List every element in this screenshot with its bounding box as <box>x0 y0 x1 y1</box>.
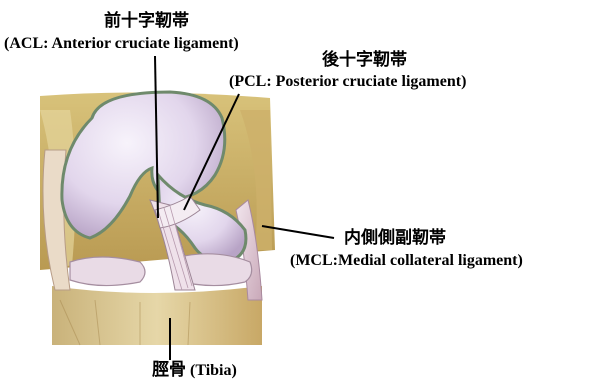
mcl-jp-text: 内側側副靭帯 <box>344 228 446 248</box>
acl-en-text: (ACL: Anterior cruciate ligament) <box>4 35 239 52</box>
mcl-en-text: (MCL:Medial collateral ligament) <box>290 252 523 269</box>
pcl-jp-text: 後十字靭帯 <box>322 50 407 70</box>
acl-label-japanese: 前十字靭帯 <box>104 13 189 30</box>
tibia-en-text: (Tibia) <box>190 362 237 379</box>
pcl-label-japanese: 後十字靭帯 <box>322 52 407 69</box>
pcl-en-text: (PCL: Posterior cruciate ligament) <box>229 73 466 90</box>
acl-jp-text: 前十字靭帯 <box>104 11 189 31</box>
acl-label-english: (ACL: Anterior cruciate ligament) <box>4 36 239 52</box>
tibia-jp-text: 脛骨 <box>152 360 186 380</box>
tibia-bone <box>52 286 262 345</box>
tibia-label: 脛骨 (Tibia) <box>152 362 237 379</box>
mcl-label-english: (MCL:Medial collateral ligament) <box>290 253 523 269</box>
pcl-label-english: (PCL: Posterior cruciate ligament) <box>229 74 466 90</box>
mcl-label-japanese: 内側側副靭帯 <box>344 230 446 247</box>
